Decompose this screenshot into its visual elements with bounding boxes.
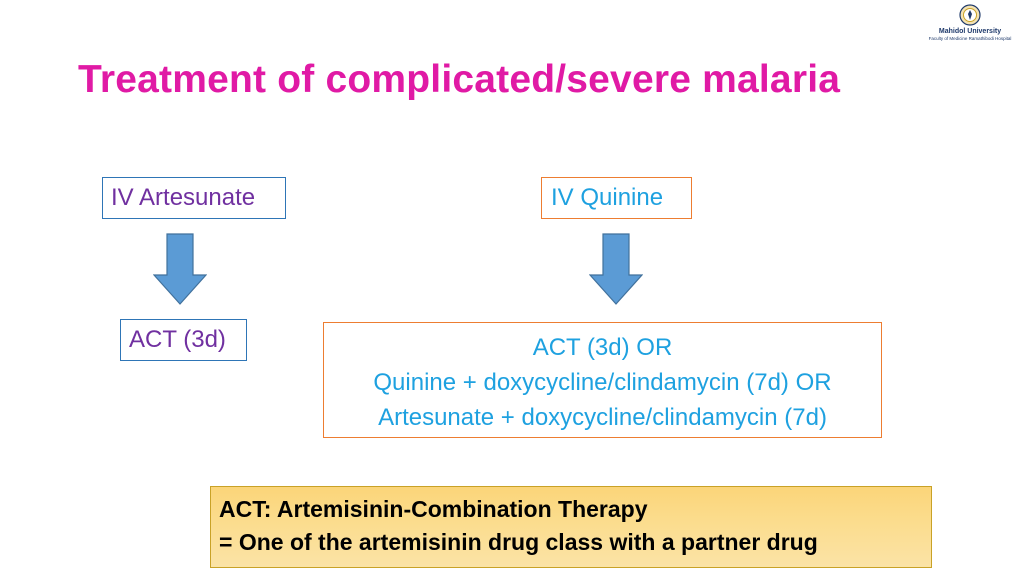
logo-name: Mahidol University: [938, 28, 1002, 35]
university-logo: Mahidol University Faculty of Medicine R…: [920, 4, 1020, 42]
note-line-2: = One of the artemisinin drug class with…: [219, 529, 818, 555]
note-line-1: ACT: Artemisinin-Combination Therapy: [219, 496, 648, 522]
iv-artesunate-box: IV Artesunate: [102, 177, 286, 219]
iv-quinine-label: IV Quinine: [551, 184, 664, 211]
act-3d-label: ACT (3d): [129, 326, 226, 353]
down-arrow-icon: [589, 233, 643, 305]
act-definition-note: ACT: Artemisinin-Combination Therapy = O…: [210, 486, 932, 568]
iv-artesunate-label: IV Artesunate: [111, 184, 256, 211]
act-3d-box: ACT (3d): [120, 319, 247, 361]
option-quinine-combo: Quinine + doxycycline/clindamycin (7d) O…: [373, 369, 832, 396]
option-act: ACT (3d) OR: [532, 334, 673, 361]
logo-subtitle: Faculty of Medicine Ramathibodi Hospital: [928, 36, 1012, 41]
down-arrow-icon: [153, 233, 207, 305]
slide-title: Treatment of complicated/severe malaria: [78, 58, 841, 101]
iv-quinine-box: IV Quinine: [541, 177, 692, 219]
quinine-options-box: ACT (3d) OR Quinine + doxycycline/clinda…: [323, 322, 882, 438]
university-seal-icon: [959, 4, 981, 26]
option-artesunate-combo: Artesunate + doxycycline/clindamycin (7d…: [378, 404, 827, 431]
